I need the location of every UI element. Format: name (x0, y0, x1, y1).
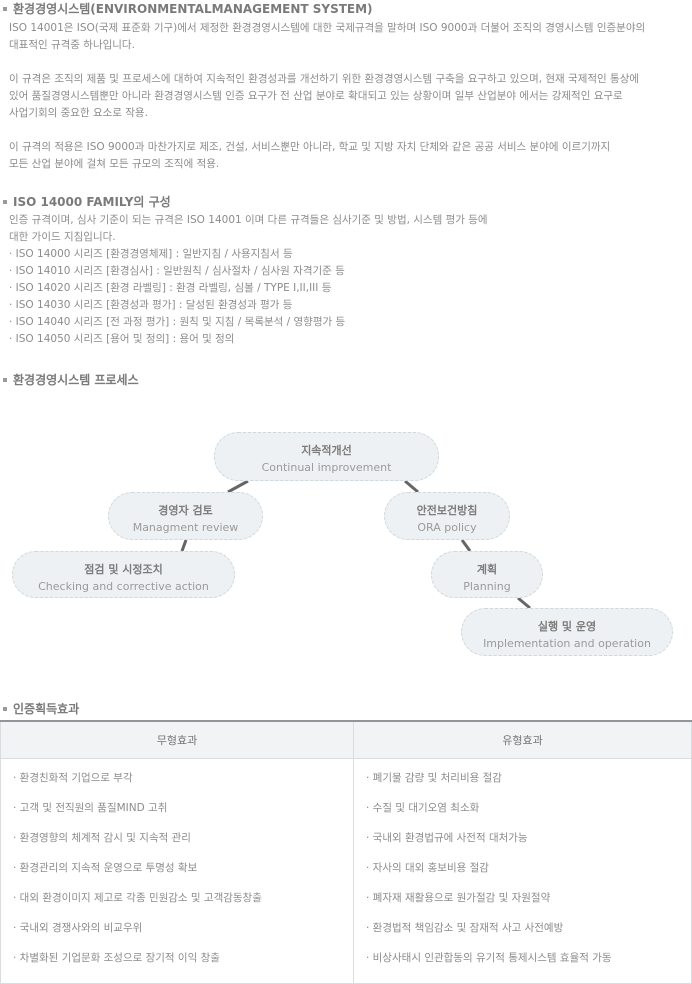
node-continual-improvement: 지속적개선 Continual improvement (214, 432, 439, 481)
node-management-review: 경영자 검토 Managment review (108, 492, 263, 540)
node-label-ko: 실행 및 운영 (537, 620, 597, 633)
header-intangible: 무형효과 (0, 720, 354, 759)
list-item: · 폐자재 재활용으로 원가절감 및 자원절약 (366, 892, 551, 904)
list-item: · ISO 14020 시리즈 [환경 라벨링] : 환경 라벨링, 심볼 / … (9, 282, 332, 294)
text-line: 모든 산업 분야에 걸쳐 모든 규모의 조직에 적용. (9, 158, 220, 170)
node-implementation: 실행 및 운영 Implementation and operation (461, 608, 673, 656)
list-item: · 환경관리의 지속적 운영으로 투명성 확보 (13, 862, 198, 874)
list-item: · 자사의 대외 홍보비용 절감 (366, 862, 489, 874)
connector-line (227, 479, 249, 494)
list-item: · 폐기물 감량 및 처리비용 절감 (366, 772, 502, 784)
node-label-en: Managment review (132, 521, 239, 534)
node-label-en: Planning (463, 580, 511, 593)
section-title-process: 환경경영시스템 프로세스 (0, 371, 139, 388)
list-item: · 환경친화적 기업으로 부각 (13, 772, 133, 784)
section-title-family: ISO 14000 FAMILY의 구성 (0, 193, 171, 210)
family-description: 인증 규격이며, 심사 기준이 되는 규격은 ISO 14001 이며 다른 규… (9, 212, 488, 348)
list-item: · 고객 및 전직원의 품질MIND 고취 (13, 802, 168, 814)
bullet-icon (3, 199, 7, 204)
list-item: · 비상사태시 인관합동의 유기적 통제시스템 효율적 가동 (366, 952, 612, 964)
node-checking: 점검 및 시정조치 Checking and corrective action (12, 551, 235, 598)
tangible-cell: · 폐기물 감량 및 처리비용 절감 · 수질 및 대기오염 최소화 · 국내외… (353, 758, 692, 984)
list-item: · 수질 및 대기오염 최소화 (366, 802, 480, 814)
node-planning: 계획 Planning (431, 551, 543, 598)
list-item: · ISO 14050 시리즈 [용어 및 정의] : 용어 및 정의 (9, 333, 235, 345)
list-item: · 차별화된 기업문화 조성으로 장기적 이익 창출 (13, 952, 220, 964)
connector-line (517, 596, 531, 610)
bullet-icon (3, 6, 7, 11)
effects-table: 무형효과 유형효과 · 환경친화적 기업으로 부각 · 고객 및 전직원의 품질… (0, 720, 692, 984)
node-label-en: ORA policy (417, 521, 477, 534)
list-item: · 환경영향의 체계적 감시 및 지속적 관리 (13, 832, 191, 844)
list-item: · ISO 14040 시리즈 [전 과정 평가] : 원칙 및 지침 / 목록… (9, 316, 346, 328)
text-line: ISO 14001은 ISO(국제 표준화 기구)에서 제정한 환경경영시스템에… (9, 22, 646, 34)
section-title-ems: 환경경영시스템(ENVIRONMENTALMANAGEMENT SYSTEM) (0, 0, 373, 17)
node-label-en: Checking and corrective action (38, 580, 209, 593)
connector-line (460, 539, 472, 552)
list-item: · 국내외 환경법규에 사전적 대처가능 (366, 832, 528, 844)
connector-line (180, 539, 188, 552)
node-label-ko: 안전보건방침 (416, 504, 478, 517)
node-label-ko: 점검 및 시정조치 (84, 563, 163, 576)
bullet-icon (3, 706, 7, 711)
section-title-effects: 인증획득효과 (0, 700, 79, 717)
text-line: 대표적인 규격중 하나입니다. (9, 39, 135, 51)
table-header-row: 무형효과 유형효과 (0, 720, 692, 759)
intangible-cell: · 환경친화적 기업으로 부각 · 고객 및 전직원의 품질MIND 고취 · … (0, 758, 354, 984)
header-tangible: 유형효과 (353, 720, 692, 759)
section-title-text: 인증획득효과 (13, 702, 80, 716)
section-title-text: ISO 14000 FAMILY의 구성 (13, 195, 171, 209)
node-label-ko: 경영자 검토 (158, 504, 213, 517)
node-policy: 안전보건방침 ORA policy (384, 492, 510, 540)
list-item: · ISO 14030 시리즈 [환경성과 평가] : 달성된 환경성과 평가 … (9, 299, 293, 311)
section-title-text: 환경경영시스템(ENVIRONMENTALMANAGEMENT SYSTEM) (13, 2, 373, 16)
text-line: 대한 가이드 지침입니다. (9, 231, 116, 243)
text-line: 이 규격의 적용은 ISO 9000과 마찬가지로 제조, 건설, 서비스뿐만 … (9, 141, 611, 153)
node-label-en: Continual improvement (261, 461, 392, 474)
text-line: 인증 규격이며, 심사 기준이 되는 규격은 ISO 14001 이며 다른 규… (9, 214, 488, 226)
table-row: · 환경친화적 기업으로 부각 · 고객 및 전직원의 품질MIND 고취 · … (0, 758, 692, 984)
node-label-ko: 지속적개선 (301, 444, 352, 457)
text-line: 이 규격은 조직의 제품 및 프로세스에 대하여 지속적인 환경성과를 개선하기… (9, 73, 640, 85)
list-item: · 국내외 경쟁사와의 비교우위 (13, 922, 143, 934)
text-line: 있어 품질경영시스템뿐만 아니라 환경경영시스템 인증 요구가 전 산업 분야로… (9, 90, 623, 102)
list-item: · ISO 14010 시리즈 [환경심사] : 일반원칙 / 심사절차 / 심… (9, 265, 345, 277)
node-label-ko: 계획 (476, 563, 498, 576)
connector-line (404, 479, 419, 494)
ems-description: ISO 14001은 ISO(국제 표준화 기구)에서 제정한 환경경영시스템에… (9, 20, 645, 173)
text-line: 사업기회의 중요한 요소로 작용. (9, 107, 148, 119)
node-label-en: Implementation and operation (483, 637, 651, 650)
list-item: · 대외 환경이미지 제고로 각종 민원감소 및 고객감동창출 (13, 892, 262, 904)
section-title-text: 환경경영시스템 프로세스 (13, 373, 139, 387)
list-item: · 환경법적 책임감소 및 잠재적 사고 사전예방 (366, 922, 564, 934)
bullet-icon (3, 377, 7, 382)
list-item: · ISO 14000 시리즈 [환경경영체제] : 일반지침 / 사용지침서 … (9, 248, 293, 260)
